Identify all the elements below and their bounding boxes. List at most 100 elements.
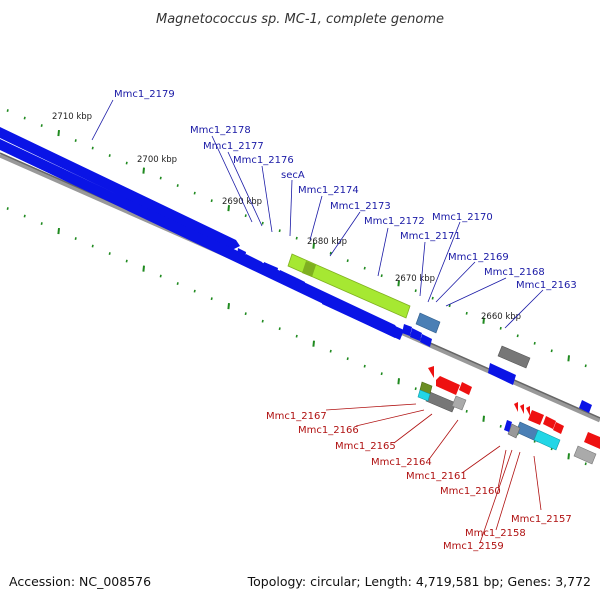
gene-label-mmc1-2160[interactable]: Mmc1_2160 [440, 486, 501, 497]
gene-label-mmc1-2158[interactable]: Mmc1_2158 [465, 528, 526, 539]
major-tick [312, 242, 315, 249]
gene-label-mmc1-2157[interactable]: Mmc1_2157 [511, 514, 572, 525]
gene-mmc1-2173[interactable] [295, 278, 305, 290]
minor-tick [550, 349, 553, 353]
minor-tick [499, 326, 502, 330]
minor-tick [295, 236, 298, 240]
callout-line-2164 [429, 419, 459, 459]
gene-mmc1-2160[interactable] [526, 406, 530, 416]
major-tick [397, 378, 400, 385]
minor-tick [193, 191, 196, 195]
tick-label-2670: 2670 kbp [395, 274, 435, 284]
gene-mmc1-2165[interactable] [459, 382, 472, 395]
major-tick [227, 205, 230, 212]
callout-line-2166 [355, 409, 425, 427]
minor-tick [6, 207, 9, 210]
minor-tick [261, 319, 264, 323]
minor-tick [380, 274, 383, 278]
minor-tick [516, 334, 519, 338]
gene-mmc1-2177[interactable] [237, 248, 246, 260]
gene-label-mmc1-2171[interactable]: Mmc1_2171 [400, 231, 461, 242]
gene-label-mmc1-2178[interactable]: Mmc1_2178 [190, 125, 251, 136]
gene-label-mmc1-2165[interactable]: Mmc1_2165 [335, 441, 396, 452]
minor-tick [465, 311, 468, 315]
gene-cyan-2[interactable] [533, 429, 561, 451]
gene-label-secA[interactable]: secA [281, 170, 305, 181]
gene-mmc1-2161[interactable] [520, 404, 524, 414]
gene-mmc1-2171[interactable] [402, 324, 412, 336]
major-tick [397, 280, 400, 287]
minor-tick [584, 364, 587, 368]
minor-tick [346, 357, 349, 361]
gene-mmc1-2167[interactable] [428, 366, 434, 378]
gene-label-mmc1-2179[interactable]: Mmc1_2179 [114, 89, 175, 100]
gene-mmc1-2159[interactable] [528, 410, 544, 425]
gene-label-mmc1-2161[interactable]: Mmc1_2161 [406, 471, 467, 482]
genome-summary-text: Topology: circular; Length: 4,719,581 bp… [247, 574, 591, 589]
callout-line-2171 [419, 241, 426, 297]
gene-mmc1-2172[interactable] [304, 285, 324, 303]
gene-mmc1-2172b[interactable] [322, 294, 404, 340]
gene-gray-2[interactable] [425, 391, 457, 413]
gene-mmc1-2174[interactable] [278, 270, 297, 289]
minor-tick [244, 312, 247, 316]
callout-line-2169 [435, 261, 476, 303]
gene-label-mmc1-2159[interactable]: Mmc1_2159 [443, 541, 504, 552]
gene-mmc1-2158[interactable] [543, 416, 556, 429]
gene-label-mmc1-2170[interactable]: Mmc1_2170 [432, 212, 493, 223]
gene-label-mmc1-2177[interactable]: Mmc1_2177 [203, 141, 264, 152]
gene-gray-1[interactable] [497, 345, 531, 369]
highlight-gene-dark[interactable] [302, 261, 316, 277]
minor-tick [91, 244, 94, 248]
gene-mmc1-2166[interactable] [436, 376, 460, 395]
gene-label-mmc1-2172[interactable]: Mmc1_2172 [364, 216, 425, 227]
minor-tick [448, 304, 451, 308]
major-tick [142, 265, 145, 272]
gene-label-mmc1-2166[interactable]: Mmc1_2166 [298, 425, 359, 436]
gene-mmc1-2164[interactable] [514, 402, 518, 412]
minor-tick [329, 349, 332, 353]
minor-tick [244, 214, 247, 218]
highlight-gene-band[interactable] [287, 253, 411, 319]
gene-mmc1-2170[interactable] [410, 328, 422, 341]
major-tick [482, 317, 485, 324]
gene-label-mmc1-2176[interactable]: Mmc1_2176 [233, 155, 294, 166]
gene-mmc1-2169[interactable] [420, 334, 432, 347]
gene-steelblue-1[interactable] [415, 312, 441, 334]
minor-tick [40, 222, 43, 225]
tick-label-2680: 2680 kbp [307, 237, 347, 247]
gene-gray-4[interactable] [573, 445, 597, 465]
gene-red-extra[interactable] [584, 432, 600, 449]
major-tick [142, 167, 145, 174]
minor-tick [159, 274, 162, 278]
gene-mmc1-2157[interactable] [553, 422, 564, 434]
gene-label-mmc1-2169[interactable]: Mmc1_2169 [448, 252, 509, 263]
tick-label-2710: 2710 kbp [52, 112, 92, 122]
gene-secA[interactable] [262, 262, 278, 278]
gene-label-mmc1-2163[interactable]: Mmc1_2163 [516, 280, 577, 291]
minor-tick [278, 229, 281, 233]
callout-line-2170 [427, 221, 461, 303]
gene-mmc1-2176[interactable] [244, 254, 262, 272]
gene-label-mmc1-2174[interactable]: Mmc1_2174 [298, 185, 359, 196]
minor-tick [125, 259, 128, 263]
reverse-gene-track [428, 366, 600, 449]
major-tick [57, 227, 60, 235]
callout-line-2167 [325, 403, 417, 411]
gene-mmc1-2179[interactable] [0, 127, 240, 250]
gene-mmc1-2168[interactable] [488, 363, 516, 385]
gene-mmc1-2163[interactable] [579, 400, 592, 413]
major-tick [567, 355, 570, 362]
gene-label-mmc1-2173[interactable]: Mmc1_2173 [330, 201, 391, 212]
callout-line-2157 [533, 455, 542, 511]
gene-label-mmc1-2164[interactable]: Mmc1_2164 [371, 457, 432, 468]
gene-blue-small[interactable] [504, 420, 512, 432]
gene-cyan-1[interactable] [417, 389, 431, 402]
gene-label-mmc1-2168[interactable]: Mmc1_2168 [484, 267, 545, 278]
reverse-gene-labels: Mmc1_2167 Mmc1_2166 Mmc1_2165 Mmc1_2164 … [266, 411, 572, 552]
gene-gray-3[interactable] [451, 395, 467, 411]
major-tick [567, 453, 570, 460]
callout-line-2163 [504, 289, 544, 329]
forward-gene-track [0, 127, 592, 413]
gene-label-mmc1-2167[interactable]: Mmc1_2167 [266, 411, 327, 422]
